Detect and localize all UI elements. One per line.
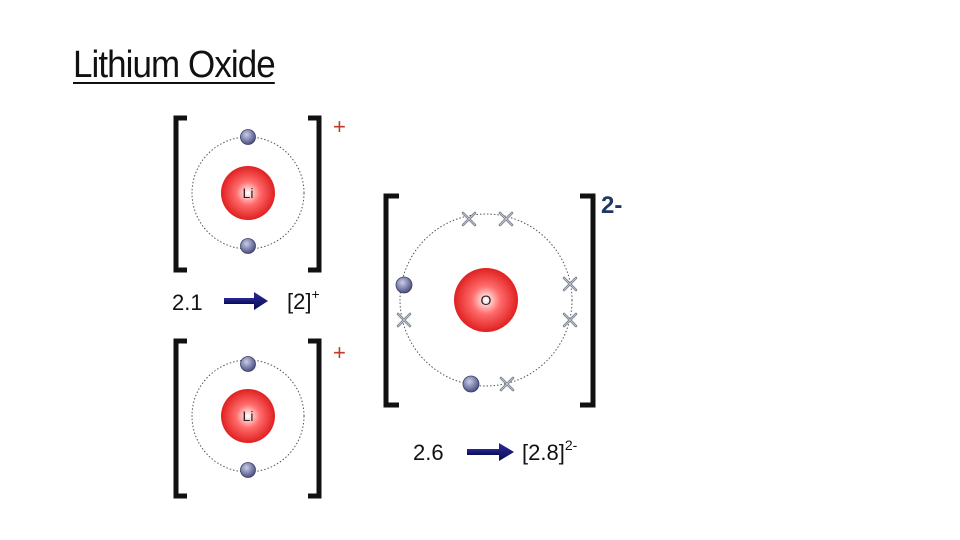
right-bracket: [308, 115, 322, 273]
left-bracket: [383, 193, 399, 408]
nucleus-label: Li: [243, 408, 254, 424]
cross-electron-icon: [498, 211, 514, 227]
right-bracket: [580, 193, 596, 408]
right-arrow-icon: [224, 292, 268, 310]
li-ion-1-charge: +: [333, 114, 346, 139]
oxide-ion-config: [2.8]2-: [522, 437, 578, 466]
electron-shell: [399, 213, 573, 387]
cross-electron-icon: [499, 376, 515, 392]
li-electron-config: 2.1: [172, 290, 203, 315]
oxide-ion-config-charge: 2-: [564, 437, 578, 453]
electron-dot-icon: [462, 375, 480, 393]
right-bracket: [308, 338, 322, 499]
slide-title: Lithium Oxide: [73, 44, 276, 86]
oxide-ion-charge: 2-: [601, 192, 623, 219]
cross-electron-icon: [396, 312, 412, 328]
lithium-ion-1: [173, 115, 322, 273]
oxide-ion: [383, 193, 596, 408]
oxide-ion-config-base: [2.8]: [522, 440, 565, 465]
electron-dot-icon: [395, 276, 413, 294]
nucleus-label: Li: [243, 185, 254, 201]
li-ion-config: [2]+: [287, 286, 320, 315]
nucleus: [221, 389, 275, 443]
cross-electron-icon: [562, 312, 578, 328]
nucleus-label: O: [481, 292, 492, 308]
li-ion-config-charge: +: [311, 286, 320, 302]
electron-dot-icon: [240, 129, 256, 145]
electron-dot-icon: [240, 462, 256, 478]
o-electron-config: 2.6: [413, 440, 444, 465]
left-bracket: [173, 338, 187, 499]
li-ion-config-base: [2]: [287, 289, 312, 314]
electron-dot-icon: [240, 356, 256, 372]
lithium-ion-2: [173, 338, 322, 499]
right-arrow-icon: [467, 443, 514, 461]
cross-electron-icon: [461, 211, 477, 227]
nucleus: [221, 166, 275, 220]
left-bracket: [173, 115, 187, 273]
li-ion-2-charge: +: [333, 340, 346, 365]
nucleus: [454, 268, 518, 332]
electron-dot-icon: [240, 238, 256, 254]
